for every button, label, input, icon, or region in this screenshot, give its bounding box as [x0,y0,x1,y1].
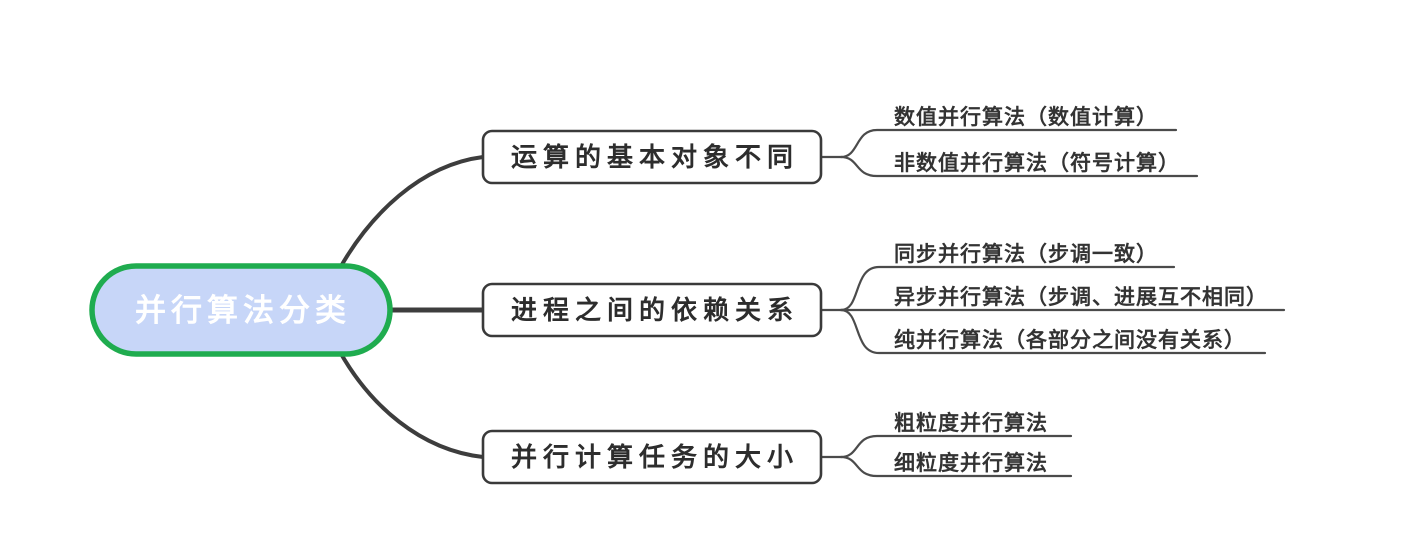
branch-3-child-1-label[interactable]: 粗粒度并行算法 [894,411,1048,435]
branch-2-child-1-label[interactable]: 同步并行算法（步调一致） [894,242,1158,266]
branch-3-topic: 并行计算任务的大小 [481,429,823,485]
branch-1-topic: 运算的基本对象不同 [481,129,823,185]
root-topic: 并行算法分类 [89,263,393,357]
branch-1-topic-shape[interactable] [481,129,823,185]
root-topic-label[interactable]: 并行算法分类 [135,293,351,328]
branch-3-child-2-underline [839,455,1073,478]
branch-2-topic-label[interactable]: 进程之间的依赖关系 [511,295,799,325]
branch-1-child-2-label[interactable]: 非数值并行算法（符号计算） [894,151,1180,175]
branch-3-child-2-label[interactable]: 细粒度并行算法 [894,451,1048,475]
branch-3-topic-label[interactable]: 并行计算任务的大小 [511,442,799,472]
branch-1-child-2-underline [839,155,1199,178]
branch-2-topic-shape[interactable] [481,282,823,338]
branch-2-child-2-label[interactable]: 异步并行算法（步调、进展互不相同） [894,285,1268,309]
branch-2-child-1-underline [839,265,1176,312]
branch-2-child-3-underline [839,308,1267,355]
branch-1-topic-label[interactable]: 运算的基本对象不同 [511,142,799,172]
branch-1-child-1-label[interactable]: 数值并行算法（数值计算） [894,105,1158,129]
branch-3-topic-shape[interactable] [481,429,823,485]
root-topic-shape[interactable] [89,263,393,357]
root-branch-connector-3 [338,350,485,459]
branch-3-child-1-underline [839,434,1073,459]
branch-1-child-1-underline [839,128,1178,159]
root-branch-connector-1 [338,155,485,270]
branch-2-child-3-label[interactable]: 纯并行算法（各部分之间没有关系） [894,328,1246,352]
branch-2-topic: 进程之间的依赖关系 [481,282,823,338]
